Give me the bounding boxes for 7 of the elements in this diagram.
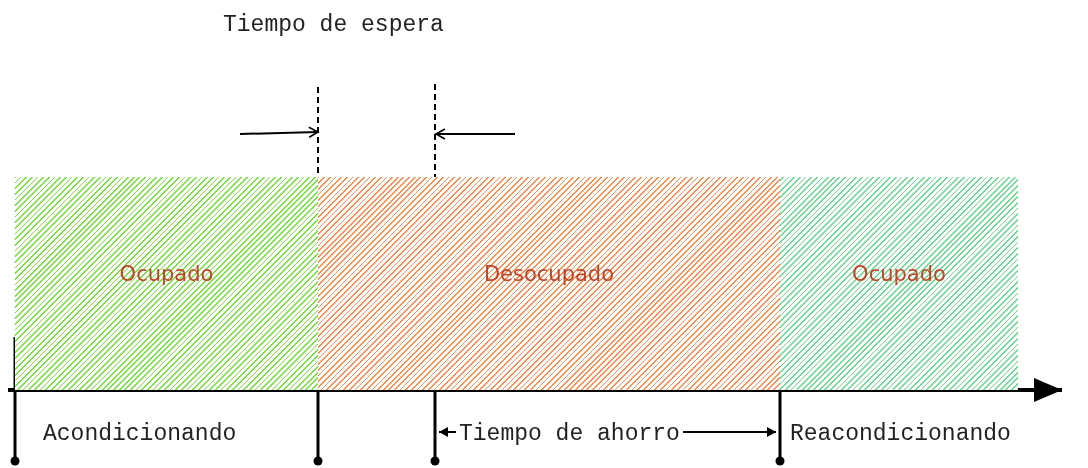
- time-band: [318, 177, 780, 390]
- phase-label: Acondicionando: [43, 421, 237, 447]
- phase-label: Reacondicionando: [790, 421, 1011, 447]
- time-band: [780, 177, 1018, 390]
- duration-label: Tiempo de ahorro: [456, 421, 683, 447]
- time-band: [15, 177, 318, 390]
- duration-label: Tiempo de espera: [223, 12, 444, 38]
